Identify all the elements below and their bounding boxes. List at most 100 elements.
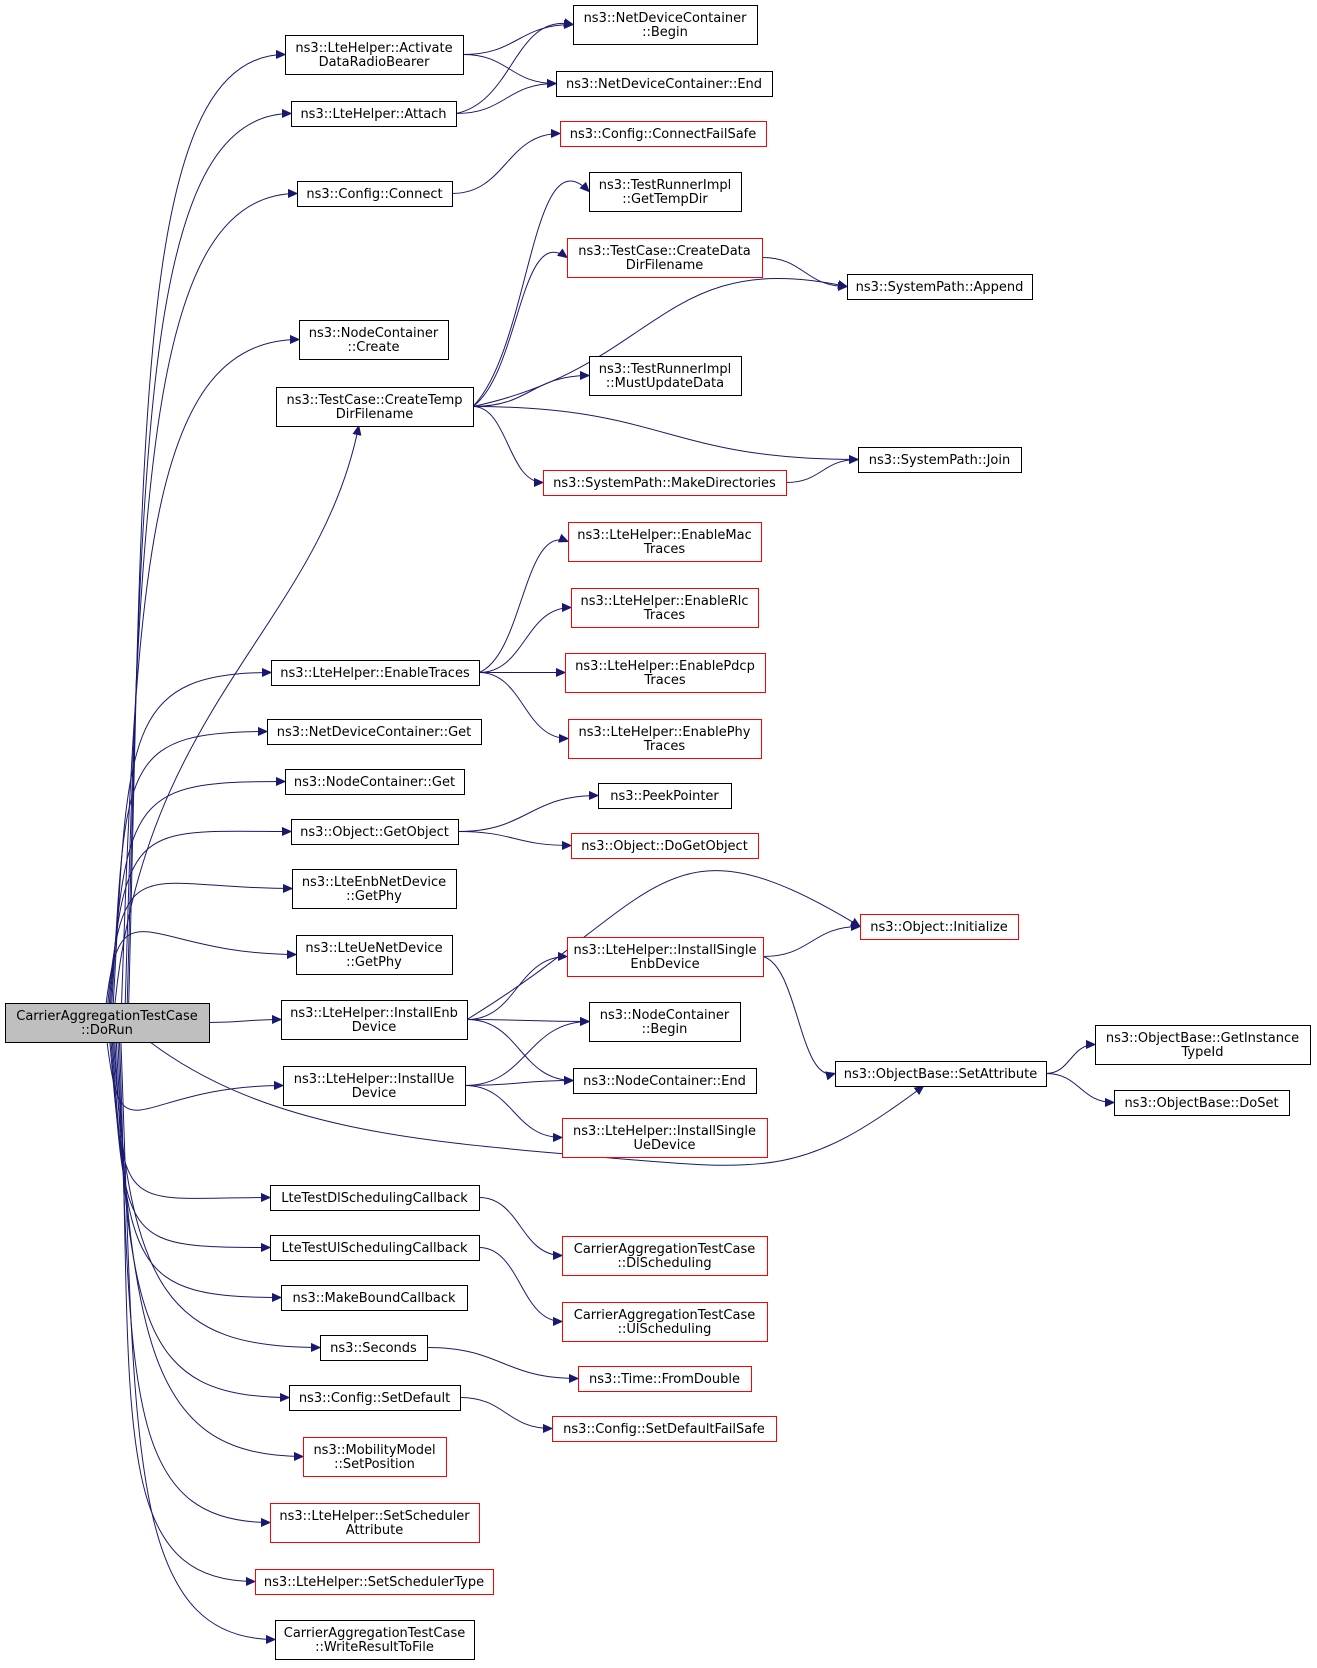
edge-root-to-lte_installenb xyxy=(208,1020,281,1023)
edge-lte_installue-to-nc_end xyxy=(464,1081,573,1086)
node-label: ns3::Config::ConnectFailSafe xyxy=(570,127,757,142)
node-box xyxy=(578,1366,752,1392)
edge-lte_installenb-to-lte_installsingleenb xyxy=(466,957,567,1020)
node-box xyxy=(571,833,759,859)
node-cfg-setdefaultfs[interactable]: ns3::Config::SetDefaultFailSafe xyxy=(552,1416,777,1442)
node-cfg-connect[interactable]: ns3::Config::Connect xyxy=(297,181,453,207)
node-label: ns3::LteHelper::SetSchedulerType xyxy=(264,1575,484,1590)
node-box xyxy=(285,769,465,795)
node-label: ns3::LteHelper::EnableRlc xyxy=(581,594,749,609)
node-lte-enabletraces[interactable]: ns3::LteHelper::EnableTraces xyxy=(271,660,480,686)
node-label: Traces xyxy=(643,739,685,754)
node-sp-join[interactable]: ns3::SystemPath::Join xyxy=(858,447,1022,473)
node-box xyxy=(5,1003,210,1043)
node-label: CarrierAggregationTestCase xyxy=(284,1626,465,1641)
node-label: TypeId xyxy=(1181,1045,1224,1060)
node-box xyxy=(567,937,764,977)
edge-lte_installsingleenb-to-ob_setattribute xyxy=(762,956,835,1075)
node-ue-getphy[interactable]: ns3::LteUeNetDevice::GetPhy xyxy=(296,935,453,975)
edge-root-to-dl_cb xyxy=(109,1041,270,1198)
node-obj-getobject[interactable]: ns3::Object::GetObject xyxy=(291,819,459,845)
node-writeresult[interactable]: CarrierAggregationTestCase::WriteResultT… xyxy=(275,1620,475,1660)
edge-root-to-cfg_connect xyxy=(124,194,297,1004)
edge-lte_installenb-to-obj_initialize xyxy=(466,870,860,1020)
node-mob-setposition[interactable]: ns3::MobilityModel::SetPosition xyxy=(303,1437,447,1477)
node-ndc-begin[interactable]: ns3::NetDeviceContainer::Begin xyxy=(573,5,758,45)
node-obj-initialize[interactable]: ns3::Object::Initialize xyxy=(860,914,1019,940)
edge-lte_installenb-to-nc_end xyxy=(466,1019,573,1081)
edge-lte_installsingleenb-to-obj_initialize xyxy=(762,927,860,957)
node-ndc-end[interactable]: ns3::NetDeviceContainer::End xyxy=(556,71,773,97)
node-peekpointer[interactable]: ns3::PeekPointer xyxy=(598,783,732,809)
node-label: ns3::TestCase::CreateData xyxy=(578,244,750,259)
node-nodecont-create[interactable]: ns3::NodeContainer::Create xyxy=(299,320,449,360)
node-tri-gettempdir[interactable]: ns3::TestRunnerImpl::GetTempDir xyxy=(589,172,742,212)
node-nc-begin[interactable]: ns3::NodeContainer::Begin xyxy=(589,1002,741,1042)
node-ob-setattribute[interactable]: ns3::ObjectBase::SetAttribute xyxy=(835,1061,1047,1087)
node-cfg-setdefault[interactable]: ns3::Config::SetDefault xyxy=(289,1385,461,1411)
node-label: ::Begin xyxy=(642,1022,688,1037)
node-label: ns3::LteEnbNetDevice xyxy=(302,875,446,890)
node-label: ns3::Config::Connect xyxy=(306,187,442,202)
node-sp-makedirs[interactable]: ns3::SystemPath::MakeDirectories xyxy=(543,470,787,496)
node-label: ::GetPhy xyxy=(346,889,402,904)
edge-obj_getobject-to-obj_dogetobject xyxy=(457,831,571,846)
node-label: Traces xyxy=(643,542,685,557)
edge-root-to-lte_installue xyxy=(106,1041,283,1111)
node-label: ns3::LteHelper::EnableTraces xyxy=(280,666,470,681)
node-box xyxy=(552,1416,777,1442)
node-box xyxy=(589,1002,741,1042)
node-box xyxy=(543,470,787,496)
node-box xyxy=(289,1385,461,1411)
node-seconds[interactable]: ns3::Seconds xyxy=(320,1335,428,1361)
node-label: EnbDevice xyxy=(630,957,699,972)
node-obj-dogetobject[interactable]: ns3::Object::DoGetObject xyxy=(571,833,759,859)
node-box xyxy=(589,356,742,396)
node-label: ns3::MakeBoundCallback xyxy=(292,1291,456,1306)
edge-root-to-ue_getphy xyxy=(105,931,296,1004)
node-makebound[interactable]: ns3::MakeBoundCallback xyxy=(281,1285,468,1311)
edge-root-to-writeresult xyxy=(120,1041,275,1640)
node-label: ns3::LteHelper::EnablePhy xyxy=(579,725,751,740)
node-lte-attach[interactable]: ns3::LteHelper::Attach xyxy=(291,101,457,127)
node-ca-dlsched[interactable]: CarrierAggregationTestCase::DlScheduling xyxy=(562,1236,768,1276)
node-box xyxy=(573,5,758,45)
node-label: LteTestDlSchedulingCallback xyxy=(281,1191,468,1206)
node-ob-doset[interactable]: ns3::ObjectBase::DoSet xyxy=(1114,1090,1290,1116)
node-box xyxy=(560,121,767,147)
node-root[interactable]: CarrierAggregationTestCase::DoRun xyxy=(5,1003,210,1043)
node-ul-cb[interactable]: LteTestUlSchedulingCallback xyxy=(270,1235,480,1261)
nodes-layer: CarrierAggregationTestCase::DoRunns3::Lt… xyxy=(5,5,1311,1660)
node-sp-append[interactable]: ns3::SystemPath::Append xyxy=(847,274,1033,300)
node-lte-setschedtype[interactable]: ns3::LteHelper::SetSchedulerType xyxy=(255,1569,494,1595)
node-label: ns3::LteHelper::InstallSingle xyxy=(573,1124,756,1139)
node-box xyxy=(589,172,742,212)
node-cfg-connectfs[interactable]: ns3::Config::ConnectFailSafe xyxy=(560,121,767,147)
edge-root-to-ndc_get xyxy=(111,732,267,1004)
node-nc-get[interactable]: ns3::NodeContainer::Get xyxy=(285,769,465,795)
node-time-fromdouble[interactable]: ns3::Time::FromDouble xyxy=(578,1366,752,1392)
node-box xyxy=(270,1185,480,1211)
node-tri-mustupdate[interactable]: ns3::TestRunnerImpl::MustUpdateData xyxy=(589,356,742,396)
node-enb-getphy[interactable]: ns3::LteEnbNetDevice::GetPhy xyxy=(292,869,457,909)
node-ndc-get[interactable]: ns3::NetDeviceContainer::Get xyxy=(267,719,482,745)
node-ca-ulsched[interactable]: CarrierAggregationTestCase::UlScheduling xyxy=(562,1302,768,1342)
node-nc-end[interactable]: ns3::NodeContainer::End xyxy=(573,1068,757,1094)
edge-root-to-lte_activate xyxy=(128,55,285,1004)
edge-root-to-tc_createtemp xyxy=(114,426,359,1004)
node-label: DirFilename xyxy=(336,407,414,422)
node-dl-cb[interactable]: LteTestDlSchedulingCallback xyxy=(270,1185,480,1211)
